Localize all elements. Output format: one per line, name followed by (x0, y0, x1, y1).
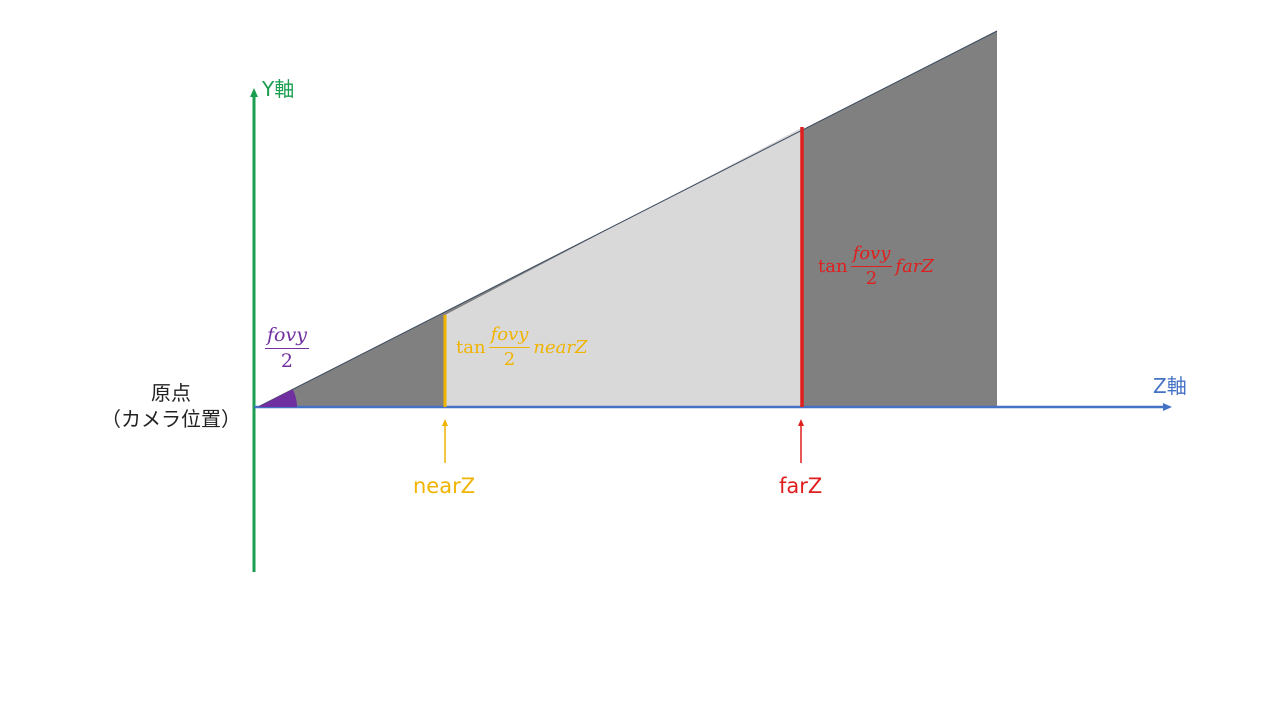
near-formula-numerator: fovy (488, 326, 531, 348)
angle-fraction: fovy 2 (265, 326, 309, 371)
origin-label-line2: （カメラ位置） (101, 407, 241, 431)
angle-wedge (258, 389, 297, 407)
far-formula-func: tan (818, 255, 848, 277)
near-formula-variable: nearZ (533, 336, 588, 358)
far-formula: tan fovy 2 farZ (818, 245, 934, 288)
near-formula-denominator: 2 (503, 349, 516, 370)
origin-label: 原点 （カメラ位置） (96, 380, 246, 432)
y-axis-label: Y軸 (262, 77, 295, 101)
near-formula: tan fovy 2 nearZ (456, 326, 588, 369)
angle-denominator: 2 (280, 350, 294, 372)
frustum-top-edge (257, 30, 998, 408)
near-formula-fraction: fovy 2 (488, 326, 531, 370)
near-formula-func: tan (456, 336, 486, 358)
origin-label-line1: 原点 (151, 381, 191, 405)
angle-numerator: fovy (265, 326, 309, 349)
angle-label: fovy 2 (262, 326, 312, 371)
frustum-visible-region (445, 127, 803, 407)
far-formula-denominator: 2 (865, 268, 878, 289)
far-marker-label: farZ (779, 474, 823, 498)
near-marker-label: nearZ (413, 474, 476, 498)
far-formula-numerator: fovy (850, 245, 893, 267)
z-axis-label: Z軸 (1153, 374, 1187, 398)
far-formula-fraction: fovy 2 (850, 245, 893, 289)
far-formula-variable: farZ (895, 255, 934, 277)
